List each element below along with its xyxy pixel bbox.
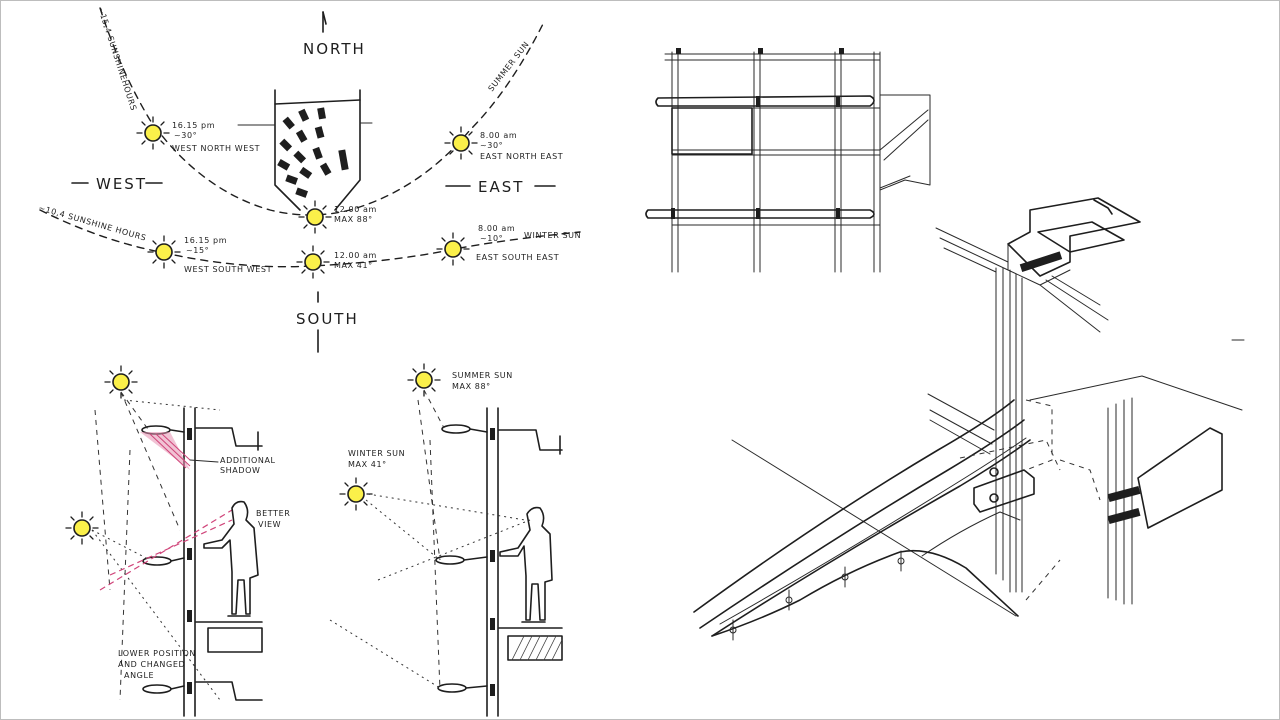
winter-east-time: 8.00 am bbox=[478, 224, 515, 233]
winter-east-angle: ~10° bbox=[480, 234, 503, 243]
summer-west-time: 16.15 pm bbox=[172, 121, 215, 130]
section-left-view-label-2: VIEW bbox=[258, 520, 281, 529]
summer-east-angle: ~30° bbox=[480, 141, 503, 150]
north-label: NORTH bbox=[303, 40, 366, 58]
section-right-fin-low bbox=[437, 683, 467, 693]
detail-dark-panel bbox=[1137, 427, 1223, 529]
section-left-lower-label-2: AND CHANGED bbox=[118, 660, 185, 669]
south-label: SOUTH bbox=[296, 310, 359, 328]
section-left-lower-label-3: ANGLE bbox=[124, 671, 154, 680]
sun-summer-west-icon bbox=[136, 116, 170, 150]
section-right: SUMMER SUN MAX 88° WINTER SUN MAX 41° bbox=[329, 363, 563, 717]
section-left-shadow-label: ADDITIONAL bbox=[220, 456, 276, 465]
section-right-fin-top bbox=[441, 424, 471, 434]
summer-noon-angle: MAX 88° bbox=[334, 215, 373, 224]
facade-blade-lower bbox=[645, 209, 875, 219]
section-left-view-label: BETTER bbox=[256, 509, 290, 518]
detail-top-cap bbox=[1007, 197, 1141, 277]
section-right-summer-label-2: MAX 88° bbox=[452, 382, 491, 391]
summer-west-dir: WEST NORTH WEST bbox=[172, 144, 260, 153]
summer-west-angle: ~30° bbox=[174, 131, 197, 140]
summer-hours-label: ~15,4 SUNSHINEHOURS bbox=[96, 6, 138, 112]
detail-blade-top-edge bbox=[693, 399, 1015, 613]
winter-west-angle: ~15° bbox=[186, 246, 209, 255]
summer-east-time: 8.00 am bbox=[480, 131, 517, 140]
section-right-balustrade bbox=[507, 635, 563, 661]
section-left-sun-high-icon bbox=[104, 365, 138, 399]
winter-sun-label: WINTER SUN bbox=[524, 231, 581, 240]
section-right-sun-summer-icon bbox=[407, 363, 441, 397]
section-right-winter-label-1: WINTER SUN bbox=[348, 449, 405, 458]
facade-blade-upper bbox=[655, 95, 875, 107]
section-right-slab-top bbox=[498, 429, 563, 451]
section-left-sun-low-icon bbox=[65, 511, 99, 545]
section-left-fin-low bbox=[142, 684, 172, 694]
section-left: ADDITIONAL SHADOW BETTER VIEW LOWER POSI… bbox=[65, 365, 290, 717]
sun-path-diagram: NORTH SOUTH WEST EAST bbox=[37, 6, 581, 353]
isometric-detail bbox=[693, 197, 1245, 641]
winter-hours-label: ~10,4 SUNSHINE HOURS bbox=[37, 203, 147, 242]
section-left-person bbox=[203, 500, 259, 617]
facade-elevation bbox=[645, 48, 931, 273]
section-left-slab-bottom bbox=[195, 681, 263, 701]
summer-sun-label: SUMMER SUN bbox=[486, 40, 531, 93]
sun-winter-noon-icon bbox=[296, 245, 330, 279]
section-right-sun-winter-icon bbox=[339, 477, 373, 511]
winter-west-dir: WEST SOUTH WEST bbox=[184, 265, 272, 274]
facade-open-panel bbox=[671, 107, 753, 155]
section-right-person bbox=[499, 506, 553, 623]
summer-east-dir: EAST NORTH EAST bbox=[480, 152, 563, 161]
west-label: WEST bbox=[96, 175, 147, 193]
detail-bracket bbox=[973, 469, 1035, 513]
sun-summer-noon-icon bbox=[298, 200, 332, 234]
section-left-lower-label-1: LOWER POSITION bbox=[118, 649, 196, 658]
section-right-summer-label-1: SUMMER SUN bbox=[452, 371, 513, 380]
section-left-view-line bbox=[99, 509, 233, 591]
building-plan bbox=[237, 89, 373, 211]
section-left-slab-top bbox=[195, 427, 263, 447]
east-label: EAST bbox=[478, 178, 524, 196]
summer-noon-time: 12.00 am bbox=[334, 205, 377, 214]
sun-winter-west-icon bbox=[147, 235, 181, 269]
section-left-balustrade bbox=[207, 627, 263, 653]
winter-west-time: 16.15 pm bbox=[184, 236, 227, 245]
sun-winter-east-icon bbox=[436, 232, 470, 266]
winter-noon-angle: MAX 41° bbox=[334, 261, 373, 270]
section-left-shadow-label-2: SHADOW bbox=[220, 466, 261, 475]
north-arrow-head bbox=[322, 11, 327, 25]
winter-east-dir: EAST SOUTH EAST bbox=[476, 253, 559, 262]
section-right-fin-mid bbox=[435, 555, 465, 565]
sun-summer-east-icon bbox=[444, 126, 478, 160]
section-right-winter-label-2: MAX 41° bbox=[348, 460, 387, 469]
winter-noon-time: 12.00 am bbox=[334, 251, 377, 260]
